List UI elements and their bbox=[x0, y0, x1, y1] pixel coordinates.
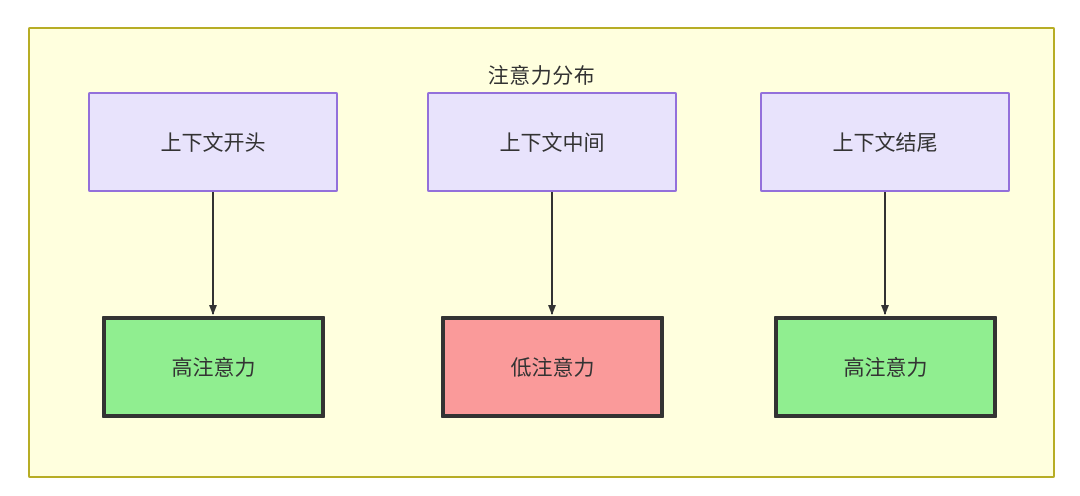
node-label: 高注意力 bbox=[171, 357, 256, 380]
node-label: 上下文结尾 bbox=[832, 132, 938, 155]
node-context-middle[interactable]: 上下文中间 bbox=[427, 92, 677, 192]
node-attention-high-start[interactable]: 高注意力 bbox=[102, 316, 325, 418]
node-label: 上下文开头 bbox=[160, 132, 266, 155]
node-attention-low-middle[interactable]: 低注意力 bbox=[441, 316, 664, 418]
node-label: 高注意力 bbox=[843, 357, 928, 380]
subgraph-title: 注意力分布 bbox=[487, 65, 596, 88]
node-label: 上下文中间 bbox=[499, 132, 605, 155]
node-context-end[interactable]: 上下文结尾 bbox=[760, 92, 1010, 192]
node-attention-high-end[interactable]: 高注意力 bbox=[774, 316, 997, 418]
node-label: 低注意力 bbox=[510, 357, 595, 380]
node-context-start[interactable]: 上下文开头 bbox=[88, 92, 338, 192]
